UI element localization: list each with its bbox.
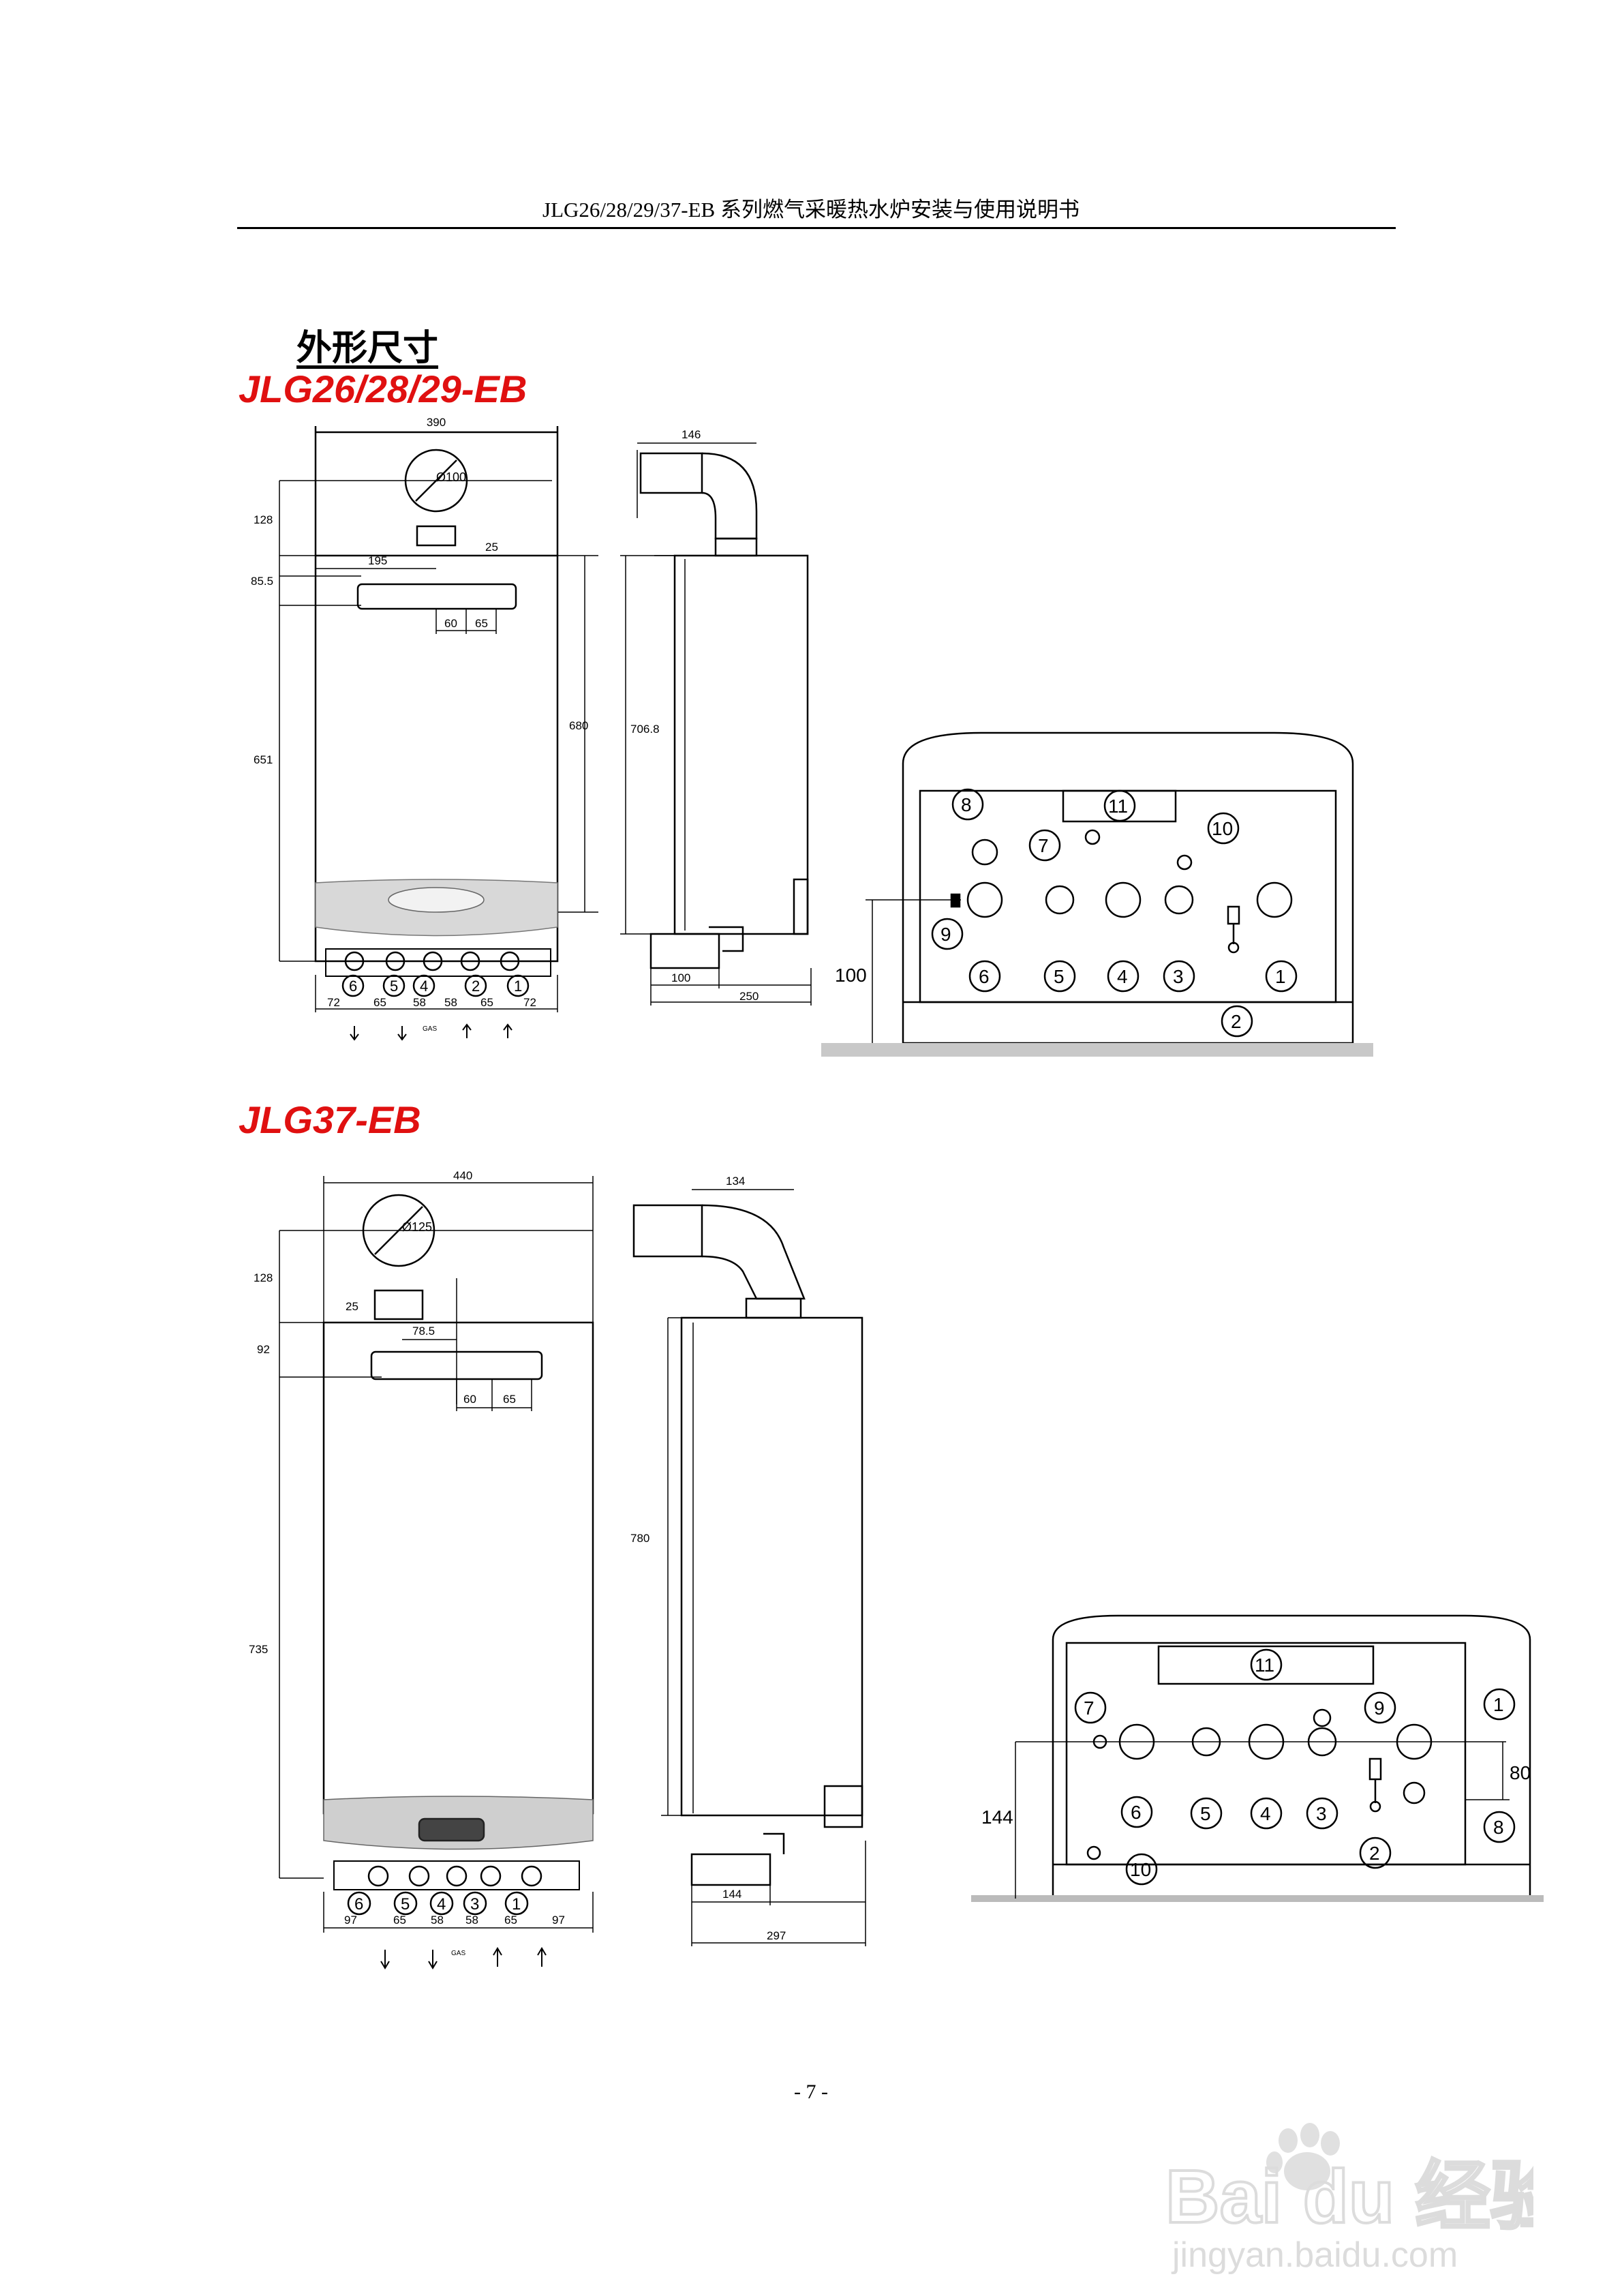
m1-dim-60: 60 <box>444 617 457 630</box>
m2-dim-25: 25 <box>346 1300 358 1313</box>
page-number: - 7 - <box>794 2081 828 2103</box>
baidu-watermark: Bai du 经验 jingyan.baidu.com <box>1164 2123 1533 2275</box>
m1-conn-2: 2 <box>1231 1011 1242 1032</box>
m1-conn-7: 7 <box>1038 835 1049 856</box>
m1-dim-651: 651 <box>254 753 273 766</box>
m1-bdim-1: 65 <box>373 996 386 1009</box>
m2-dim-65: 65 <box>503 1393 516 1406</box>
m1-dim-680: 680 <box>569 719 588 732</box>
m2-front-conn-4: 4 <box>437 1895 446 1914</box>
m2-bdim-5: 97 <box>552 1914 565 1927</box>
m2-conn-2: 2 <box>1369 1843 1380 1864</box>
m1-side-dim-250: 250 <box>739 990 759 1003</box>
document-header: JLG26/28/29/37-EB 系列燃气采暖热水炉安装与使用说明书 <box>542 198 1080 222</box>
m1-bdim-3: 58 <box>444 996 457 1009</box>
m2-dim-width: 440 <box>453 1169 472 1182</box>
header-rule <box>237 227 1396 229</box>
m2-front-conn-6: 6 <box>354 1895 363 1914</box>
m2-side-dim-297: 297 <box>767 1929 786 1942</box>
m1-conn-5: 5 <box>1054 966 1065 987</box>
m2-conn-11: 11 <box>1255 1655 1274 1676</box>
model-title-1: JLG26/28/29-EB <box>239 367 527 410</box>
m2-front-view: 440 Ø125 128 25 92 735 78.5 60 65 6 5 4 <box>249 1169 594 1969</box>
m1-dim-65: 65 <box>475 617 488 630</box>
m1-dim-85: 85.5 <box>251 575 273 588</box>
m1-dim-25: 25 <box>485 541 498 554</box>
m2-conn-5: 5 <box>1200 1803 1211 1824</box>
m1-bdim-4: 65 <box>480 996 493 1009</box>
m2-side-dim-144: 144 <box>722 1888 741 1901</box>
section-title: 外形尺寸 <box>296 328 439 369</box>
m1-dim-195: 195 <box>368 554 387 567</box>
m1-conn-1: 1 <box>1275 966 1286 987</box>
m2-bdim-2: 58 <box>431 1914 444 1927</box>
m2-bdim-4: 65 <box>504 1914 517 1927</box>
m2-conn-3: 3 <box>1316 1803 1327 1824</box>
m2-flue-dia: Ø125 <box>402 1220 432 1234</box>
m2-dim-735: 735 <box>249 1643 268 1656</box>
watermark-url: jingyan.baidu.com <box>1171 2235 1458 2275</box>
m1-front-conn-2: 2 <box>472 978 480 995</box>
m1-front-view: 390 Ø100 128 85.5 651 195 25 60 65 680 <box>251 416 598 1041</box>
m2-dim-78: 78.5 <box>412 1325 435 1338</box>
m2-conn-8: 8 <box>1493 1817 1504 1838</box>
m2-bdim-3: 58 <box>465 1914 478 1927</box>
m2-side-view: 134 780 144 297 <box>630 1175 866 1946</box>
m2-dim-128: 128 <box>254 1271 273 1284</box>
m2-bdim-0: 97 <box>344 1914 357 1927</box>
m2-bdim-1: 65 <box>393 1914 406 1927</box>
m2-conn-d80: 80 <box>1510 1762 1531 1783</box>
m1-front-conn-1: 1 <box>514 978 522 995</box>
m1-side-dim-146: 146 <box>682 428 701 441</box>
m2-dim-92: 92 <box>257 1343 270 1356</box>
m1-conn-6: 6 <box>979 966 990 987</box>
m2-conn-9: 9 <box>1374 1697 1385 1719</box>
m1-conn-h100: 100 <box>835 965 867 986</box>
m2-dim-60: 60 <box>463 1393 476 1406</box>
m1-conn-8: 8 <box>961 794 972 815</box>
m2-conn-h144: 144 <box>981 1807 1013 1828</box>
model-title-2: JLG37-EB <box>239 1098 421 1141</box>
m1-side-dim-100: 100 <box>671 971 690 984</box>
m2-side-dim-780: 780 <box>630 1532 649 1545</box>
m1-bdim-0: 72 <box>327 996 340 1009</box>
m2-side-dim-134: 134 <box>726 1175 745 1188</box>
m1-front-conn-5: 5 <box>390 978 398 995</box>
m1-conn-11: 11 <box>1108 796 1128 817</box>
m1-front-conn-6: 6 <box>349 978 357 995</box>
m1-side-view: 146 706.8 100 250 <box>620 428 812 1006</box>
m2-gas-label: GAS <box>451 1950 465 1957</box>
m1-conn-10: 10 <box>1212 818 1233 839</box>
m2-connection-view: 11 144 80 7 9 1 8 6 5 4 3 2 10 <box>971 1614 1544 1902</box>
m2-conn-10: 10 <box>1130 1859 1151 1880</box>
m2-conn-7: 7 <box>1084 1697 1095 1719</box>
paw-icon <box>1266 2123 1340 2190</box>
baidu-wordmark: Bai du 经验 <box>1165 2155 1533 2239</box>
m1-dim-width: 390 <box>427 416 446 429</box>
m1-dim-128: 128 <box>254 513 273 526</box>
m1-dim-706: 706.8 <box>630 723 660 736</box>
m2-front-conn-5: 5 <box>401 1895 410 1914</box>
m1-bdim-2: 58 <box>413 996 426 1009</box>
m1-flue-dia: Ø100 <box>436 470 466 484</box>
m2-conn-6: 6 <box>1131 1802 1142 1823</box>
m2-conn-1: 1 <box>1493 1694 1504 1715</box>
m1-connection-view: 100 8 11 7 10 9 6 5 4 3 1 <box>821 731 1373 1057</box>
m1-conn-9: 9 <box>940 924 951 945</box>
m1-front-conn-4: 4 <box>420 978 428 995</box>
m2-conn-4: 4 <box>1260 1803 1271 1824</box>
m1-conn-3: 3 <box>1173 966 1184 987</box>
m2-front-conn-1: 1 <box>512 1895 521 1914</box>
m2-front-conn-3: 3 <box>470 1895 479 1914</box>
m1-bdim-5: 72 <box>523 996 536 1009</box>
m1-conn-4: 4 <box>1117 966 1128 987</box>
m1-gas-label: GAS <box>423 1025 437 1033</box>
